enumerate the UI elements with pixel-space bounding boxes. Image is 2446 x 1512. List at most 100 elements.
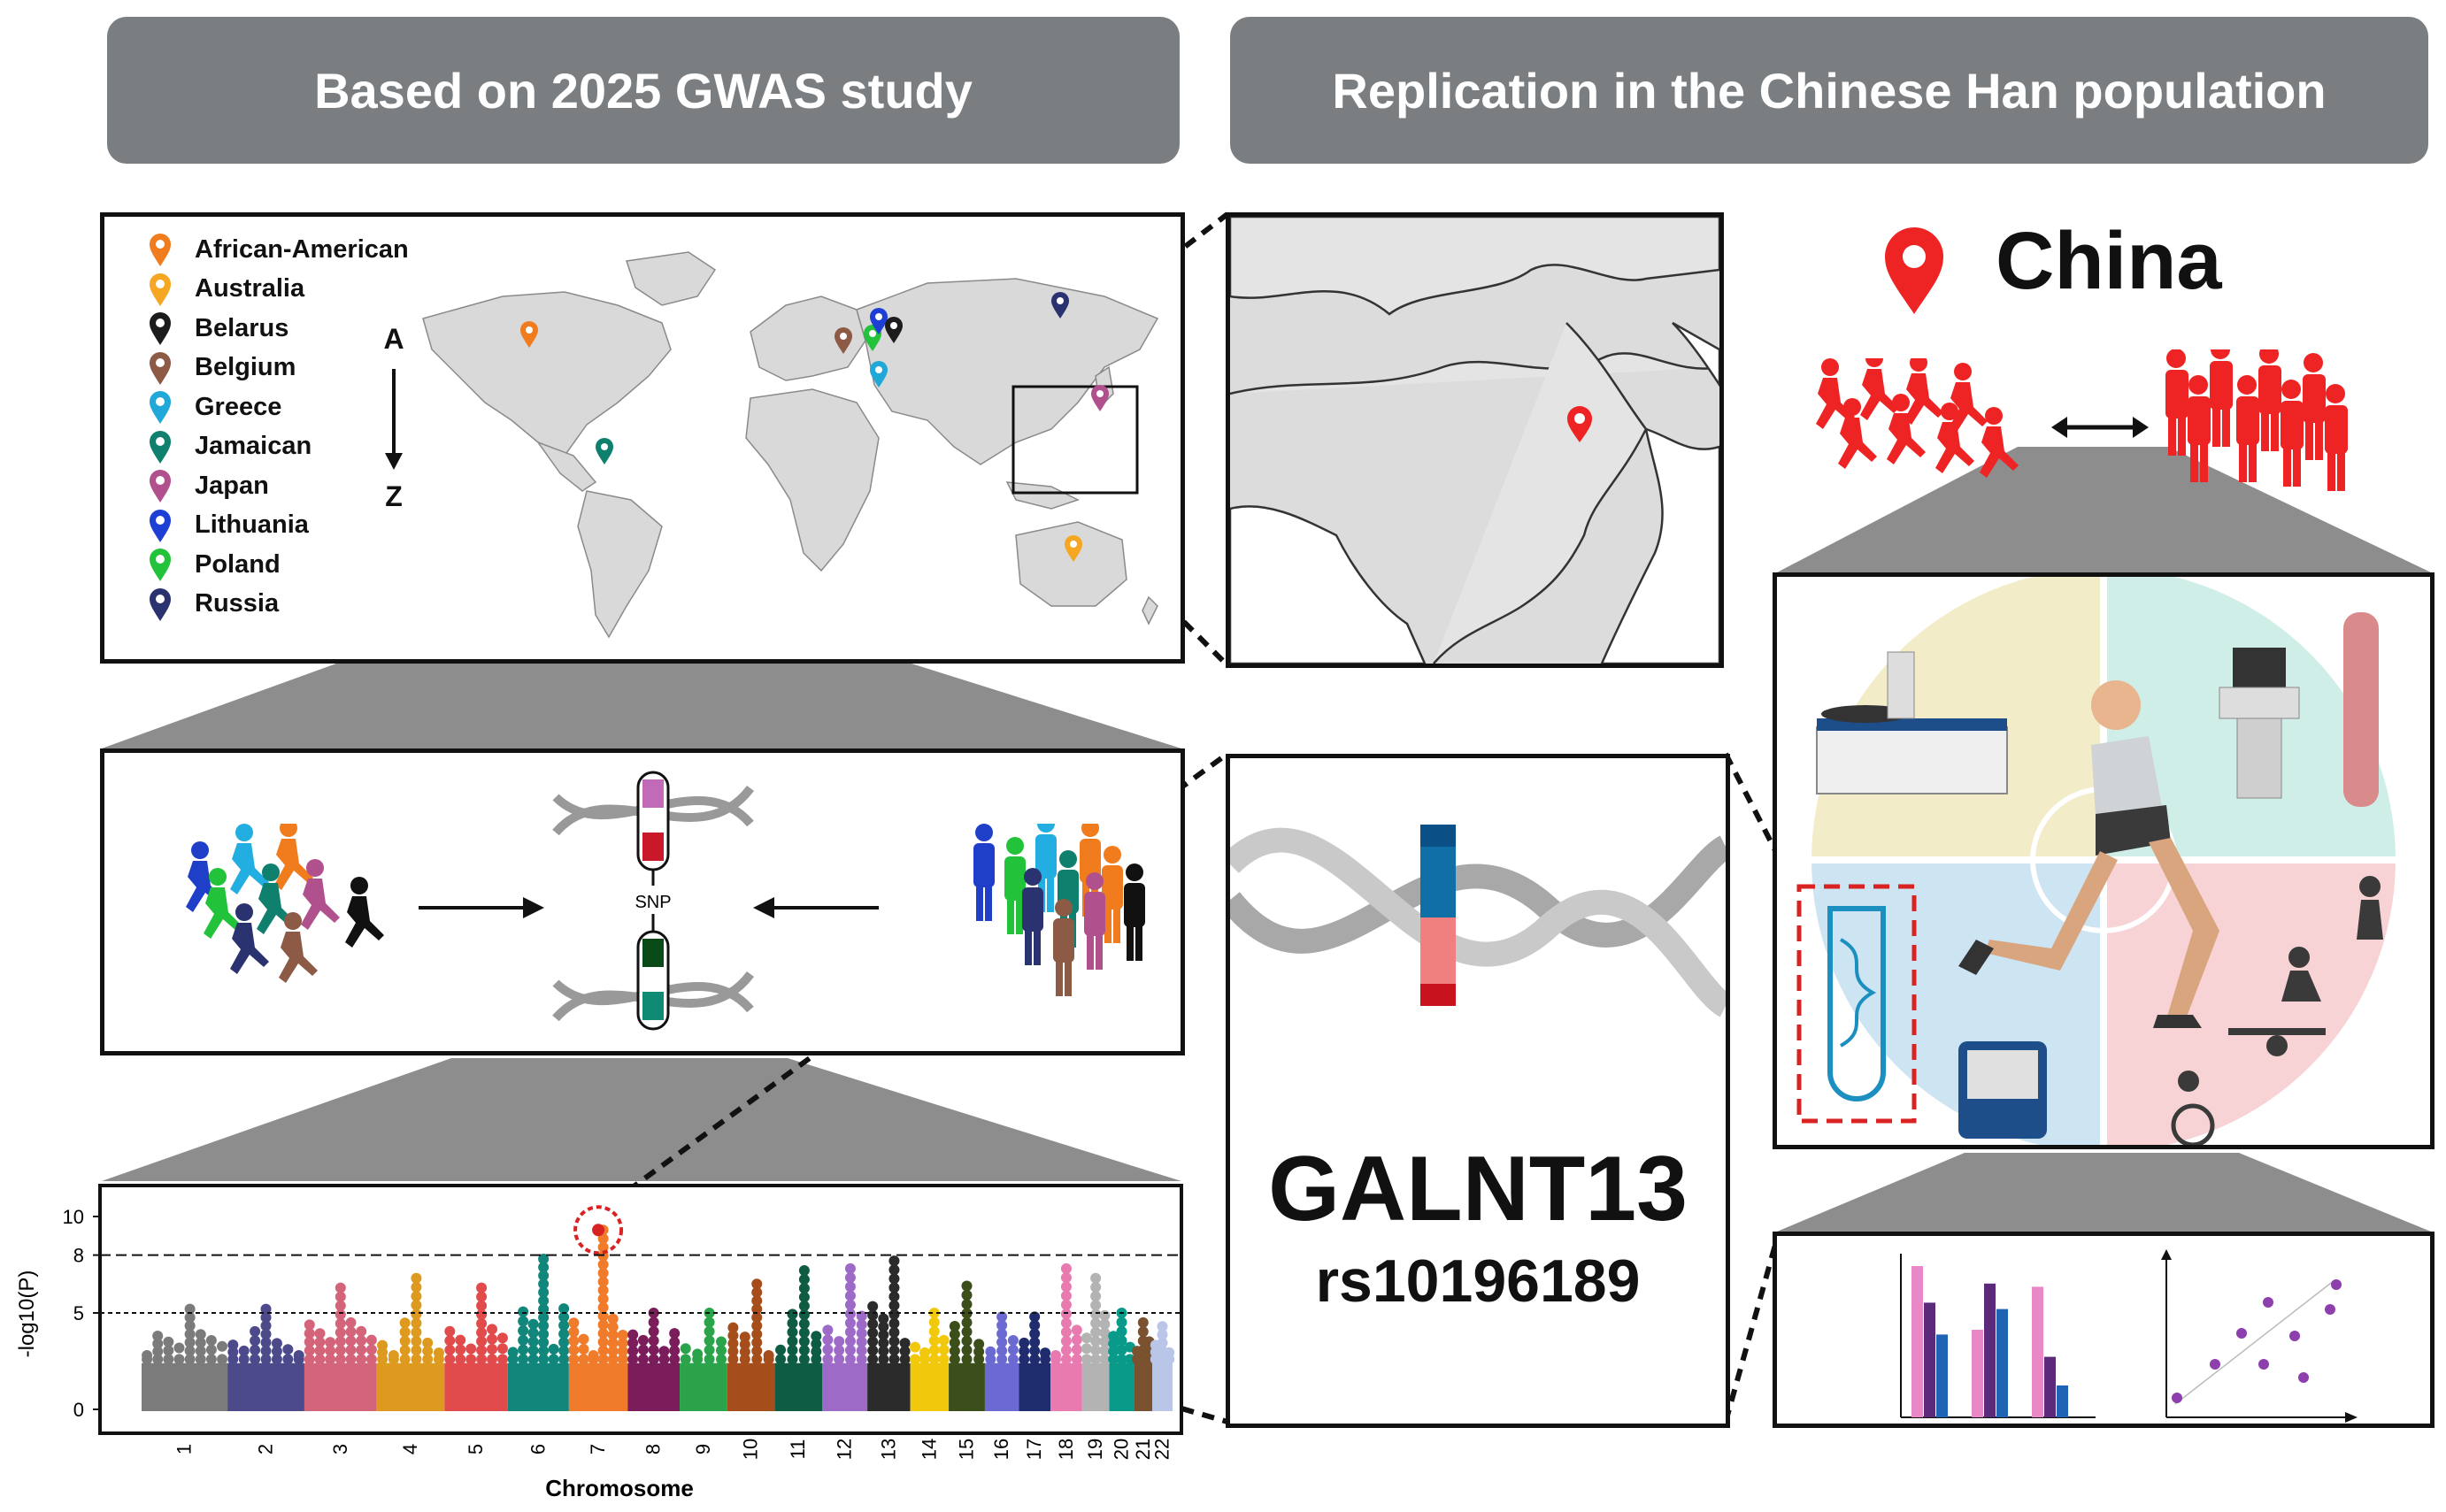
snp-point (938, 1334, 950, 1346)
snp-point (704, 1354, 715, 1365)
snp-point (910, 1341, 921, 1353)
snp-point (867, 1301, 879, 1312)
snp-point (486, 1333, 497, 1345)
chromosome-label: 14 (918, 1439, 940, 1460)
snp-point (1157, 1321, 1168, 1332)
snp-point (888, 1309, 900, 1320)
snp-point (844, 1345, 856, 1356)
snp-point (739, 1339, 750, 1350)
snp-point (844, 1335, 856, 1347)
snp-point (314, 1336, 326, 1347)
snp-point (597, 1285, 609, 1296)
snp-point (1007, 1344, 1019, 1355)
snp-point (1071, 1334, 1082, 1346)
snp-point (798, 1274, 810, 1286)
snp-point (751, 1286, 763, 1298)
snp-point (715, 1336, 727, 1347)
snp-point (888, 1345, 900, 1356)
chromosome-band (507, 1362, 569, 1411)
snp-point (1137, 1316, 1149, 1328)
snp-point (518, 1316, 529, 1327)
snp-point (658, 1354, 670, 1365)
snp-point (888, 1336, 900, 1347)
snp-point (465, 1343, 477, 1355)
snp-point (751, 1320, 763, 1332)
snp-point (486, 1324, 497, 1335)
snp-point (314, 1345, 326, 1356)
snp-point (680, 1343, 691, 1355)
snp-point (518, 1354, 529, 1365)
manhattan-points (142, 1205, 1175, 1411)
snp-point (1060, 1354, 1072, 1365)
snp-point (527, 1336, 539, 1347)
athletes-icon (186, 824, 384, 983)
snp-point (250, 1335, 261, 1347)
chromosome-band (376, 1362, 445, 1411)
snp-point (476, 1282, 488, 1293)
snp-point (949, 1354, 960, 1365)
snp-point (928, 1308, 940, 1318)
phenotype-wheel (1796, 577, 2404, 1145)
snp-point (844, 1263, 856, 1274)
snp-point (888, 1354, 900, 1365)
snp-point (578, 1333, 589, 1345)
y-tick-label: 8 (73, 1245, 84, 1267)
snp-point (205, 1354, 217, 1365)
snp-point (152, 1346, 164, 1357)
snp-point (878, 1346, 889, 1357)
snp-point (314, 1328, 326, 1339)
snp-point (325, 1345, 336, 1356)
chromosome-label: 15 (956, 1439, 978, 1460)
snp-point (996, 1319, 1008, 1331)
snp-point (961, 1299, 973, 1310)
snp-point (173, 1342, 185, 1354)
snp-point (787, 1309, 798, 1320)
snp-point (949, 1345, 960, 1356)
snp-point (335, 1309, 346, 1320)
snp-point (163, 1354, 174, 1365)
chromosome-band (142, 1362, 228, 1411)
snp-point (260, 1354, 272, 1365)
chromosome-band (680, 1362, 727, 1411)
snp-point (476, 1291, 488, 1302)
chromosome-label: 13 (877, 1439, 899, 1460)
mini-charts-panel (1773, 1232, 2434, 1428)
snp-point (1090, 1335, 1102, 1347)
chromosome-label: 16 (990, 1439, 1012, 1460)
snp-point (617, 1354, 628, 1365)
snp-point (844, 1272, 856, 1284)
snp-point (844, 1326, 856, 1338)
snp-point (538, 1253, 550, 1264)
snp-point (205, 1344, 217, 1355)
highlight-point (592, 1224, 605, 1237)
snp-point (184, 1320, 196, 1332)
snp-point (1060, 1309, 1072, 1320)
snp-point (444, 1335, 456, 1347)
snp-point (304, 1336, 315, 1347)
snp-point (787, 1345, 798, 1356)
snp-point (1029, 1319, 1041, 1331)
snp-point (961, 1316, 973, 1328)
snp-point (1108, 1331, 1119, 1342)
snp-point (607, 1329, 619, 1340)
snp-point (961, 1280, 973, 1292)
snp-point (476, 1300, 488, 1311)
snp-point (996, 1328, 1008, 1339)
snp-point (1060, 1317, 1072, 1329)
snp-point (798, 1292, 810, 1303)
snp-point (1099, 1318, 1111, 1330)
snp-point (928, 1325, 940, 1337)
snp-point (335, 1345, 346, 1356)
chromosome-band (1019, 1362, 1051, 1411)
snp-point (465, 1354, 477, 1365)
mini-bar (1936, 1334, 1948, 1417)
snp-point (163, 1336, 174, 1347)
snp-point (775, 1344, 787, 1355)
snp-point (304, 1354, 315, 1365)
snp-point (669, 1345, 681, 1356)
chromosome-band (1152, 1362, 1173, 1411)
chromosome-band (1050, 1362, 1082, 1411)
legend-label: Japan (195, 471, 269, 500)
snp-point (1099, 1309, 1111, 1321)
